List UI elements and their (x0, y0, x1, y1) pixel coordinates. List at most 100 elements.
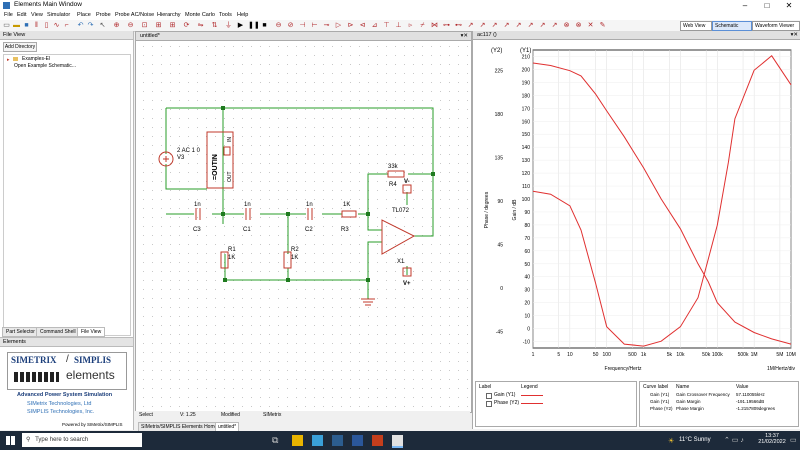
r4-value: 33k (388, 164, 399, 170)
schematic-window: untitled* ▾✕ (135, 31, 472, 413)
ground-icon[interactable]: ⏚ (225, 22, 232, 29)
menu-monte-carlo[interactable]: Monte Carlo (185, 12, 215, 18)
windows-start-icon[interactable] (6, 436, 15, 445)
view-combo[interactable]: Web View (680, 21, 712, 31)
schematic-editor-combo[interactable]: Schematic Editor (712, 21, 752, 37)
probe-bode-icon[interactable]: ↗ (539, 22, 546, 29)
add-directory-button[interactable]: Add Directory (3, 42, 37, 52)
save-icon[interactable]: ■ (24, 22, 29, 29)
probe-voltage-icon[interactable]: ↗ (467, 22, 474, 29)
grid-icon[interactable]: ⊞ (169, 22, 176, 29)
npn-icon[interactable]: ⊲ (359, 22, 366, 29)
close-button[interactable]: ✕ (785, 1, 793, 10)
tab-command-shell[interactable]: Command Shell (36, 327, 80, 337)
panel-close-icon[interactable]: ▾✕ (460, 33, 468, 39)
menu-view[interactable]: View (31, 12, 43, 18)
bode-plot[interactable]: (Y2) (Y1) Phase / degrees Gain / dB Freq… (473, 40, 800, 380)
maximize-button[interactable]: □ (764, 1, 770, 10)
probe-power-icon[interactable]: ↗ (491, 22, 498, 29)
taskbar-search-box[interactable]: ⚲ Type here to search (22, 433, 142, 447)
legend-entry-gain[interactable]: Gain (Y1) (494, 392, 516, 398)
menu-simulator[interactable]: Simulator (47, 12, 71, 18)
minimize-button[interactable]: – (742, 1, 748, 10)
probe-current-icon[interactable]: ↗ (479, 22, 486, 29)
run-icon[interactable]: ▶ (237, 22, 244, 29)
tab-file-view[interactable]: File View (77, 327, 106, 337)
task-view-icon[interactable]: ⧉ (272, 435, 279, 445)
open-folder-icon[interactable]: ▬ (13, 22, 20, 29)
connector-icon[interactable]: ⊷ (455, 22, 462, 29)
zoom-icon[interactable]: ⊕ (113, 22, 120, 29)
mirror-icon[interactable]: ⇅ (211, 22, 218, 29)
switch-icon[interactable]: ⌿ (420, 22, 425, 29)
new-file-icon[interactable]: ▭ (3, 22, 10, 29)
undo-icon[interactable]: ↶ (77, 22, 84, 29)
zener-icon[interactable]: ⊳ (347, 22, 354, 29)
steam-icon[interactable] (332, 435, 343, 446)
probe-fixed-icon[interactable]: ↗ (515, 22, 522, 29)
menu-help[interactable]: Help (237, 12, 249, 18)
capacitor-icon[interactable]: ⊢ (311, 22, 318, 29)
zoom-fit-icon[interactable]: ⊡ (141, 22, 148, 29)
notification-icon[interactable]: ▭ (790, 437, 797, 444)
menu-tools[interactable]: Tools (219, 12, 232, 18)
nmos-icon[interactable]: ⊤ (383, 22, 390, 29)
menu-probe-ac-noise[interactable]: Probe AC/Noise (115, 12, 155, 18)
inductor-icon[interactable]: ⊸ (323, 22, 330, 29)
y1-tick-label: 110 (522, 184, 530, 190)
file-explorer-icon[interactable] (292, 435, 303, 446)
menu-hierarchy[interactable]: Hierarchy (157, 12, 181, 18)
tree-item-examples[interactable]: Examples-El (22, 56, 51, 62)
diode-icon[interactable]: ▷ (335, 22, 342, 29)
cursor-icon[interactable]: ✎ (599, 22, 606, 29)
probe-gain-icon[interactable]: ⊗ (575, 22, 582, 29)
tab-part-selector[interactable]: Part Selector (2, 327, 39, 337)
menu-file[interactable]: File (4, 12, 13, 18)
isource-icon[interactable]: ⊘ (287, 22, 294, 29)
legend-checkbox[interactable] (486, 393, 492, 399)
inductor-tool-icon[interactable]: ∿ (53, 22, 60, 29)
chrome-icon[interactable] (372, 435, 383, 446)
probe-ac-icon[interactable]: ↗ (551, 22, 558, 29)
probe-diff-icon[interactable]: ↗ (503, 22, 510, 29)
zoom-out-icon[interactable]: ⊖ (127, 22, 134, 29)
pmos-icon[interactable]: ⊥ (395, 22, 402, 29)
clock[interactable]: 13:37 21/02/2022 (757, 433, 787, 445)
probe-noise-icon[interactable]: ↗ (527, 22, 534, 29)
zoom-area-icon[interactable]: ⊞ (155, 22, 162, 29)
elements-app-icon[interactable] (392, 435, 403, 448)
legend-entry-phase[interactable]: Phase (Y2) (494, 400, 520, 406)
rotate-icon[interactable]: ⟳ (183, 22, 190, 29)
opamp-icon[interactable]: ▹ (408, 22, 413, 29)
redo-icon[interactable]: ↷ (87, 22, 94, 29)
panel-close-icon[interactable]: ▾✕ (790, 32, 798, 38)
terminal-icon[interactable]: ⊶ (443, 22, 450, 29)
resistor-icon[interactable]: ⊣ (299, 22, 306, 29)
resistor-tool-icon[interactable]: ▯ (44, 22, 49, 29)
flip-icon[interactable]: ⇋ (197, 22, 204, 29)
vsource-icon[interactable]: ⊖ (275, 22, 282, 29)
tree-item-open-example[interactable]: Open Example Schematic... (14, 63, 76, 69)
c2-value: 1n (306, 202, 313, 208)
waveform-viewer-combo[interactable]: Waveform Viewer (752, 21, 800, 31)
wire-tool-icon[interactable]: ⌐ (64, 22, 69, 29)
menu-probe[interactable]: Probe (96, 12, 111, 18)
edge-icon[interactable] (312, 435, 323, 446)
menu-edit[interactable]: Edit (17, 12, 27, 18)
pointer-icon[interactable]: ↖ (99, 22, 106, 29)
menu-bar: File Edit View Simulator Place Probe Pro… (0, 11, 800, 20)
opamp-x1 (381, 219, 416, 255)
pnp-icon[interactable]: ⊿ (371, 22, 378, 29)
legend-checkbox[interactable] (486, 401, 492, 407)
probe-phase-icon[interactable]: ⊗ (563, 22, 570, 29)
word-icon[interactable] (352, 435, 363, 446)
capacitor-tool-icon[interactable]: ‖ (35, 22, 38, 29)
schematic-canvas[interactable]: 2 AC 1 0 V3 =OUTIN IN OUT 1n C3 1n C1 1n… (139, 42, 469, 407)
tray-icons[interactable]: ⌃ ▭ ♪ (724, 437, 744, 444)
meas-value: 57.110055kHz (736, 392, 765, 397)
stop-icon[interactable]: ■ (262, 22, 267, 29)
marker-icon[interactable]: ✕ (587, 22, 594, 29)
transformer-icon[interactable]: ⋈ (431, 22, 438, 29)
pause-icon[interactable]: ❚❚ (248, 22, 260, 29)
menu-place[interactable]: Place (77, 12, 91, 18)
